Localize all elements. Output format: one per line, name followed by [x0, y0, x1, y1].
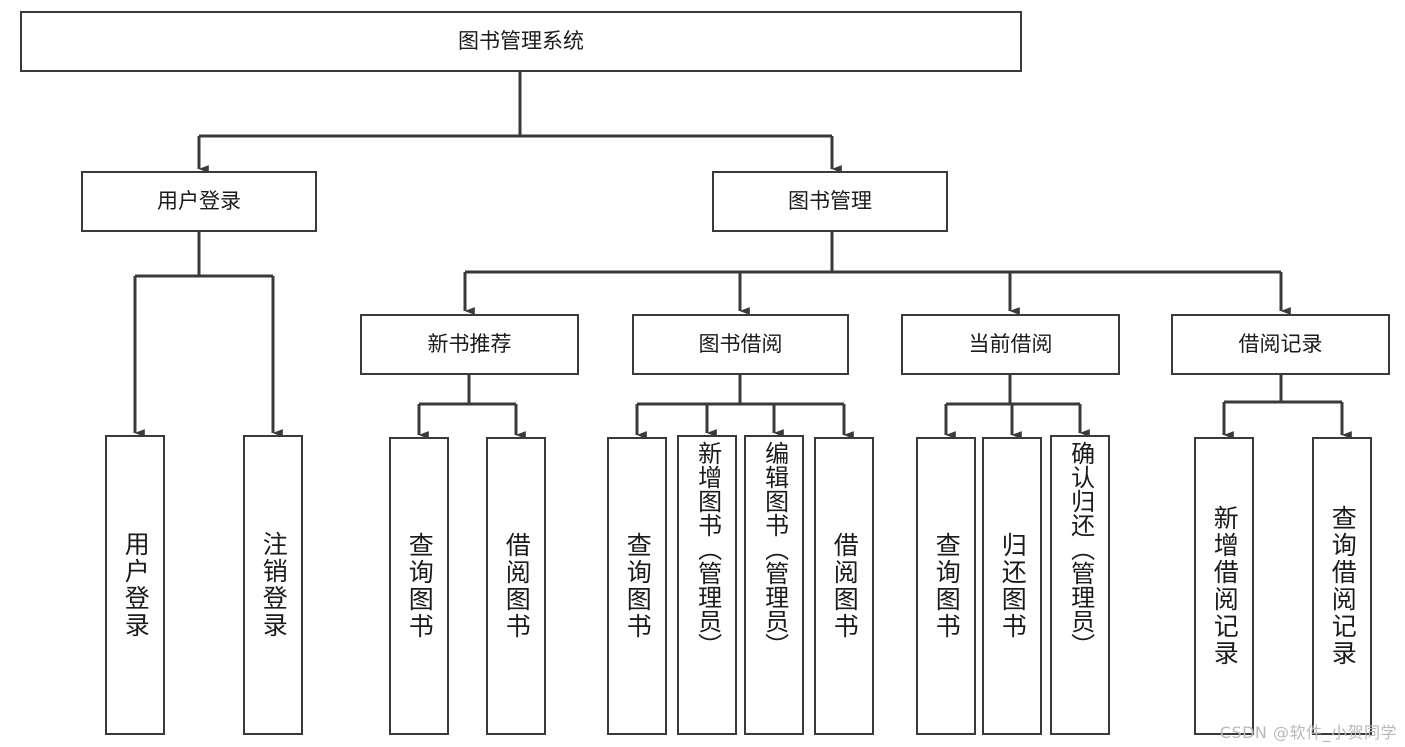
node-label: 新书推荐 [427, 331, 512, 356]
node-label: 注销登录 [259, 531, 289, 639]
leaf-confirm-return-admin[interactable]: 确认归还（管理员） [1050, 435, 1110, 735]
leaf-edit-book-admin[interactable]: 编辑图书（管理员） [744, 435, 804, 735]
leaf-logout-login[interactable]: 注销登录 [243, 435, 303, 735]
leaf-borrow-book-borrow[interactable]: 借阅图书 [814, 437, 874, 735]
node-label: 查询借阅记录 [1328, 505, 1358, 667]
node-label: 编辑图书（管理员） [760, 441, 789, 657]
node-borrow-record[interactable]: 借阅记录 [1171, 314, 1390, 375]
node-label: 新增借阅记录 [1210, 505, 1240, 667]
node-label: 当前借阅 [968, 331, 1053, 356]
leaf-query-borrow-record[interactable]: 查询借阅记录 [1312, 437, 1372, 735]
node-label: 新增图书（管理员） [693, 441, 722, 657]
node-current-borrow[interactable]: 当前借阅 [901, 314, 1120, 375]
node-user-login[interactable]: 用户登录 [81, 171, 317, 232]
node-label: 确认归还（管理员） [1066, 441, 1095, 657]
node-root-book-management-system[interactable]: 图书管理系统 [20, 11, 1022, 72]
node-book-borrow[interactable]: 图书借阅 [632, 314, 849, 375]
leaf-user-login[interactable]: 用户登录 [105, 435, 165, 735]
node-label: 图书管理 [788, 188, 872, 213]
leaf-query-book-new-recommend[interactable]: 查询图书 [389, 437, 449, 735]
node-label: 查询图书 [932, 532, 962, 640]
leaf-query-book-current[interactable]: 查询图书 [916, 437, 976, 735]
leaf-borrow-book-new-recommend[interactable]: 借阅图书 [486, 437, 546, 735]
leaf-add-book-admin[interactable]: 新增图书（管理员） [677, 435, 737, 735]
node-label: 查询图书 [405, 532, 435, 640]
node-label: 图书借阅 [698, 331, 783, 356]
node-label: 图书管理系统 [458, 28, 584, 53]
node-label: 用户登录 [121, 531, 151, 639]
node-label: 用户登录 [157, 188, 241, 213]
node-book-management[interactable]: 图书管理 [712, 171, 948, 232]
node-label: 查询图书 [623, 532, 653, 640]
leaf-return-book[interactable]: 归还图书 [982, 437, 1042, 735]
node-label: 借阅图书 [502, 532, 532, 640]
node-new-book-recommend[interactable]: 新书推荐 [360, 314, 579, 375]
leaf-query-book-borrow[interactable]: 查询图书 [607, 437, 667, 735]
node-label: 归还图书 [998, 532, 1028, 640]
node-label: 借阅记录 [1238, 331, 1323, 356]
leaf-add-borrow-record[interactable]: 新增借阅记录 [1194, 437, 1254, 735]
node-label: 借阅图书 [830, 532, 860, 640]
